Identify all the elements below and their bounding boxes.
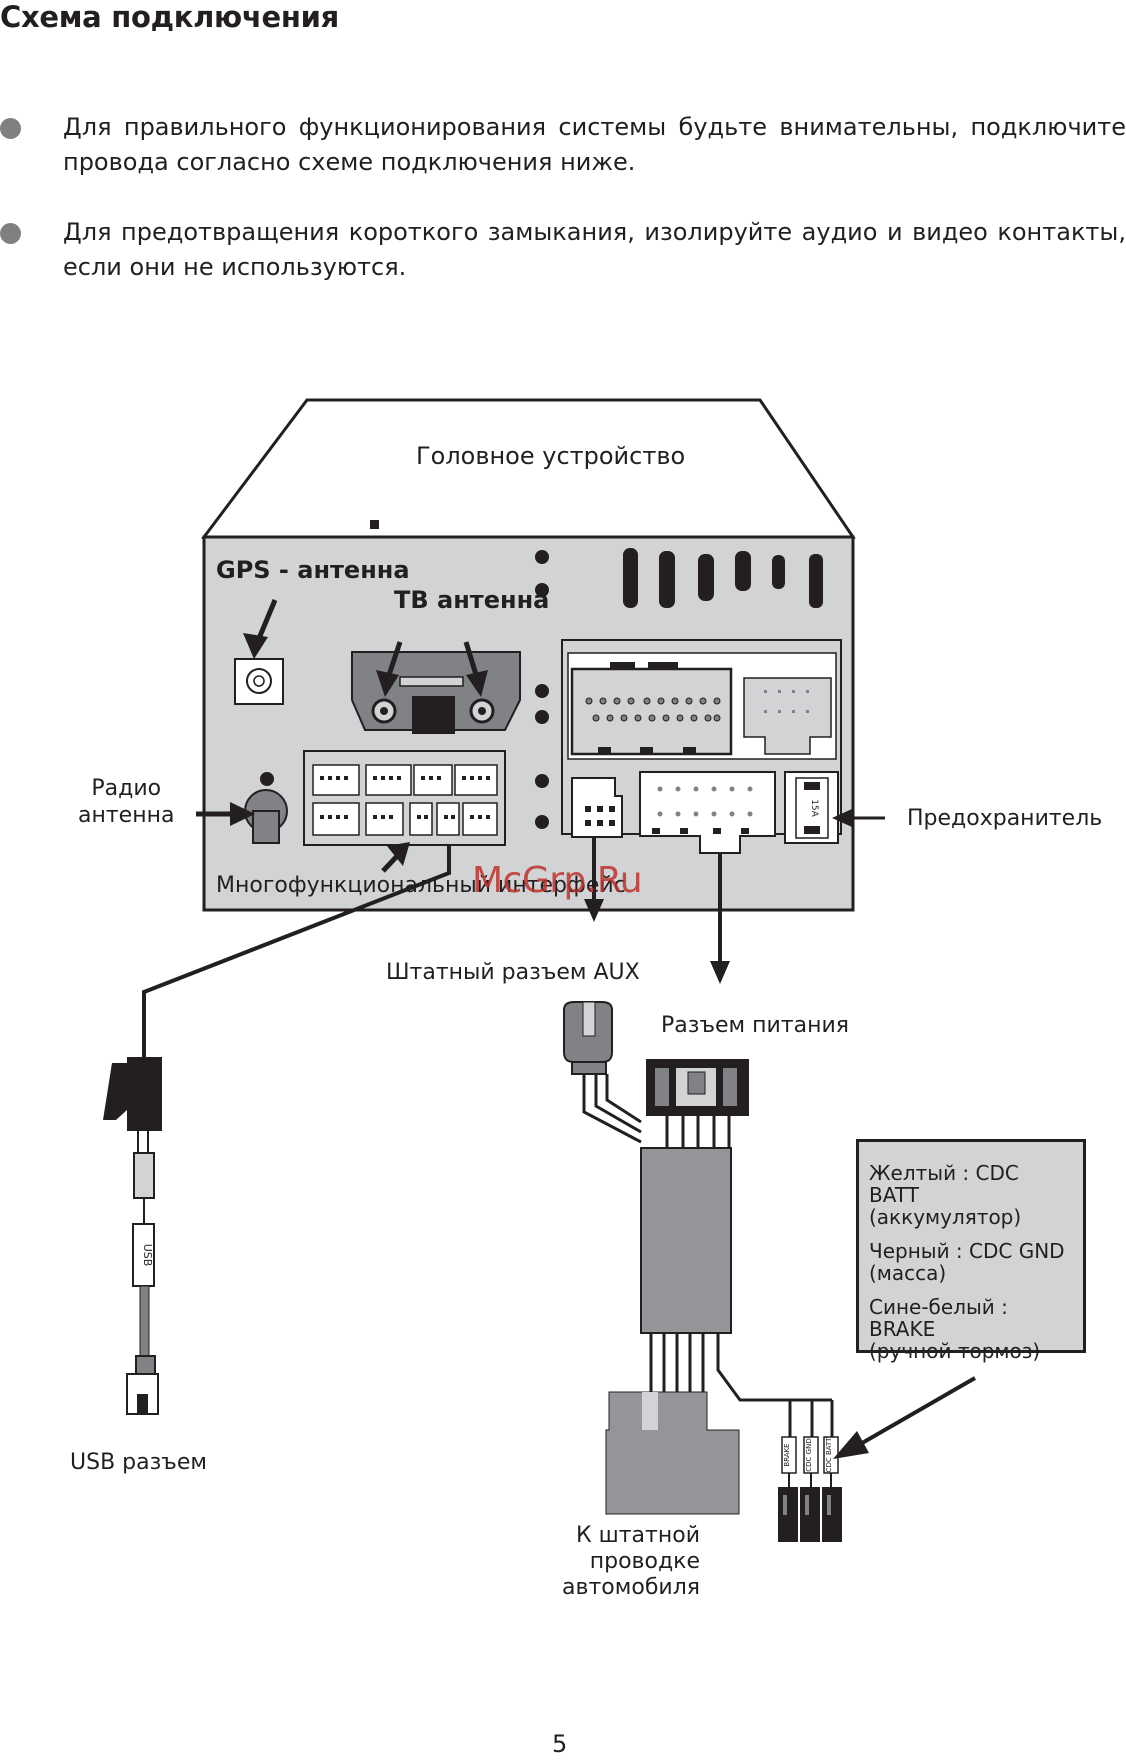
page-title: Схема подключения: [0, 0, 339, 34]
vehicle-wiring-label: К штатной проводке автомобиля: [562, 1523, 700, 1600]
power-socket: [639, 771, 776, 854]
tv-antenna-label: ТВ антенна: [394, 586, 550, 614]
main-iso-connector: [570, 662, 733, 756]
fuse-holder: 15A: [784, 771, 839, 844]
tv-antenna-connector: [351, 651, 521, 734]
fuse-label: Предохранитель: [907, 806, 1103, 831]
legend-item-cdc-gnd: Черный : CDC GND (масса): [869, 1239, 1065, 1285]
usb-plug-body: USB: [103, 1057, 162, 1415]
power-connector-label: Разъем питания: [661, 1013, 850, 1038]
power-plug: [646, 1059, 749, 1116]
gps-connector: [234, 658, 284, 705]
usb-plug-label: USB: [141, 1244, 154, 1267]
usb-connector-label: USB разъем: [70, 1450, 207, 1475]
multi-interface-connector: [303, 750, 506, 846]
power-wires: [665, 1116, 731, 1148]
wire-tag-cdc-gnd: CDC GND: [805, 1438, 813, 1471]
watermark: McGrp.Ru: [472, 860, 643, 901]
legend-item-cdc-batt: Желтый : CDC BATT (аккумулятор): [869, 1161, 1022, 1229]
multi-interface-pins: [320, 776, 490, 819]
head-unit-marker: [370, 520, 379, 529]
instruction-paragraph-1: Для правильного функционирования системы…: [63, 113, 1126, 176]
aux-label: Штатный разъем AUX: [386, 960, 640, 985]
fuse-rating: 15A: [809, 799, 819, 817]
screw-dots: [260, 550, 549, 829]
tv-arrow-right: [463, 641, 480, 679]
radio-antenna-connector: [244, 789, 288, 844]
multi-interface-label: Многофункциональный интерфейс: [216, 873, 626, 898]
aux-socket: [571, 777, 623, 838]
main-iso-pins: [585, 697, 721, 722]
secondary-connector: [743, 677, 832, 755]
radio-antenna-label: Радио антенна: [78, 776, 175, 828]
head-unit-label: Головное устройство: [416, 442, 686, 470]
aux-wires: [582, 1074, 642, 1144]
legend-item-brake: Сине-белый : BRAKE (ручной тормоз): [869, 1295, 1041, 1363]
tv-arrow-left: [385, 641, 403, 679]
wire-tag-cdc-batt: CDC BATT: [825, 1437, 833, 1473]
wire-tag-brake: BRAKE: [783, 1443, 791, 1466]
aux-plug: [563, 1001, 613, 1075]
wire-tags-arrow: [856, 1376, 976, 1448]
vent-slots: [623, 548, 823, 608]
bullet-dot: [0, 118, 21, 139]
usb-cable: [142, 845, 451, 1057]
wire-color-legend: Желтый : CDC BATT (аккумулятор) Черный :…: [856, 1139, 1086, 1362]
bullet-dot: [0, 223, 21, 244]
adapter-module: [640, 1147, 732, 1334]
page-number: 5: [552, 1730, 568, 1758]
instruction-paragraph-2: Для предотвращения короткого замыкания, …: [63, 218, 1126, 281]
vehicle-harness-connector: [605, 1391, 740, 1515]
wire-tags: BRAKE CDC GND CDC BATT: [778, 1436, 842, 1542]
gps-antenna-label: GPS - антенна: [216, 556, 410, 584]
